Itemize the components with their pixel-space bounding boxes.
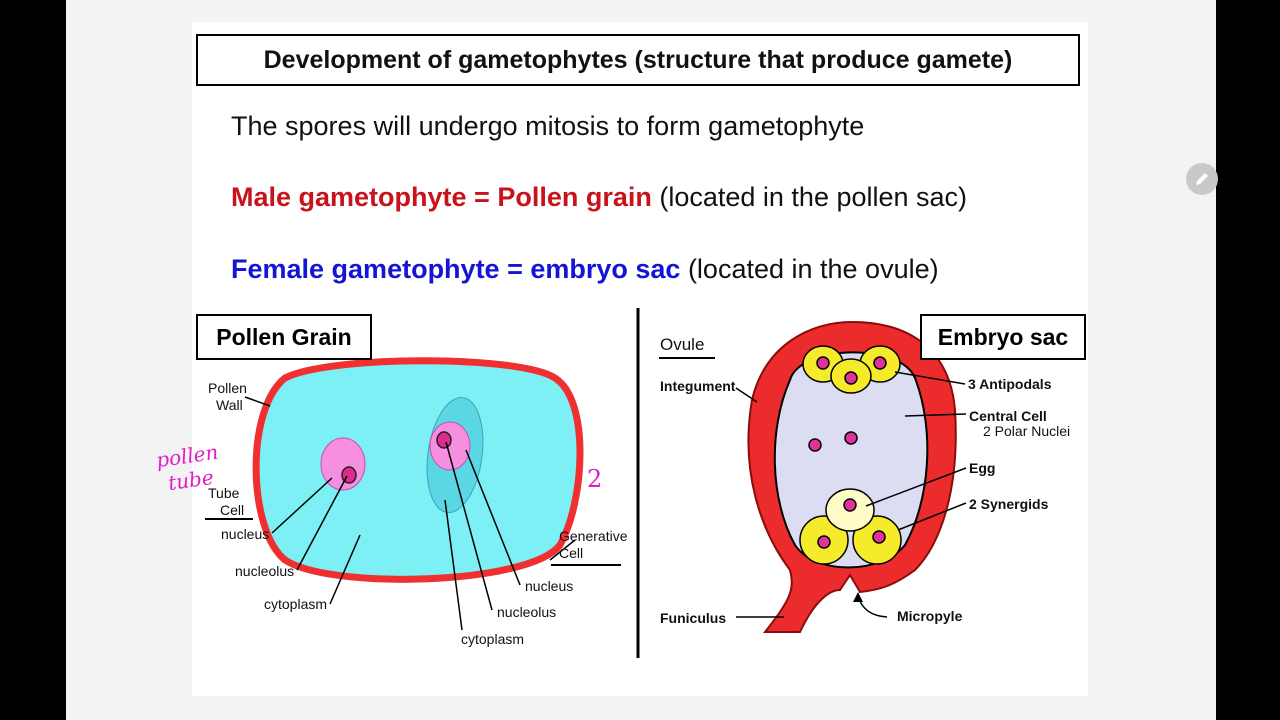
tube-cell-label-2: Cell: [220, 502, 245, 518]
pollen-wall: [252, 357, 584, 583]
generative-nucleolus-label: nucleolus: [497, 604, 557, 620]
male-term: Male gametophyte = Pollen grain: [231, 182, 652, 212]
generative-cell-label-2: Cell: [559, 545, 584, 561]
pollen-wall-label-2: Wall: [216, 397, 243, 413]
ovule-label: Ovule: [660, 335, 705, 354]
polar-nucleus-2: [844, 431, 858, 445]
antipodals-label: 3 Antipodals: [968, 376, 1052, 392]
funiculus-label: Funiculus: [660, 610, 727, 626]
central-cell-label: Central Cell: [969, 408, 1047, 424]
generative-cytoplasm-label: cytoplasm: [461, 631, 525, 647]
tube-nucleolus-label: nucleolus: [235, 563, 295, 579]
male-note: (located in the pollen sac): [651, 182, 968, 212]
generative-cell-label-1: Generative: [559, 528, 628, 544]
generative-cell-underline: [551, 564, 621, 566]
female-note: (located in the ovule): [680, 254, 939, 284]
synergids-label: 2 Synergids: [969, 496, 1049, 512]
ovule-underline: [659, 357, 715, 359]
tube-cell-underline: [205, 518, 253, 520]
generative-nucleolus: [436, 431, 452, 449]
handwritten-number: 2: [587, 465, 603, 493]
pollen-wall-label-1: Pollen: [208, 380, 247, 396]
polar-nucleus-1: [808, 438, 822, 452]
male-line: Male gametophyte = Pollen grain (located…: [231, 182, 967, 213]
pollen-grain-label: Pollen Grain: [196, 314, 372, 360]
integument-label: Integument: [660, 378, 736, 394]
generative-nucleus-label: nucleus: [525, 578, 574, 594]
slide-title: Development of gametophytes (structure t…: [196, 34, 1080, 86]
egg-label: Egg: [969, 460, 996, 476]
pencil-icon: [1196, 173, 1208, 185]
annotation-pen-button[interactable]: [1186, 163, 1218, 195]
micropyle-label: Micropyle: [897, 608, 963, 624]
female-term: Female gametophyte = embryo sac: [231, 254, 681, 284]
tube-nucleus-label: nucleus: [221, 526, 270, 542]
tube-cell-label-1: Tube: [208, 485, 240, 501]
embryo-sac-label: Embryo sac: [920, 314, 1086, 360]
female-line: Female gametophyte = embryo sac (located…: [231, 254, 939, 285]
intro-text: The spores will undergo mitosis to form …: [231, 111, 865, 141]
tube-cytoplasm-label: cytoplasm: [264, 596, 328, 612]
polar-nuclei-label: 2 Polar Nuclei: [983, 423, 1071, 439]
